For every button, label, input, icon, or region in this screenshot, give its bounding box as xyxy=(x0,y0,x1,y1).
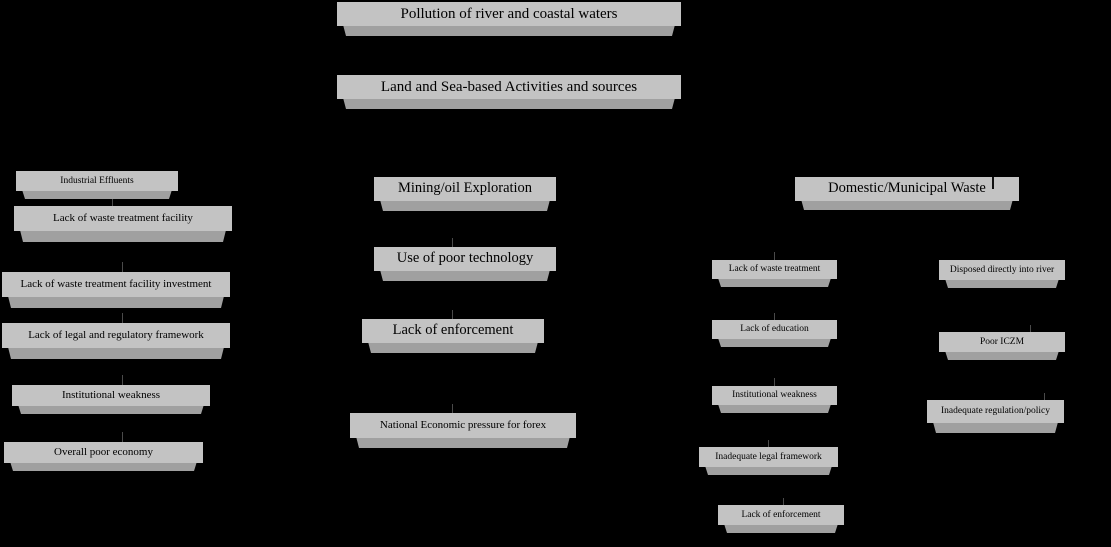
node-label: Poor ICZM xyxy=(979,336,1025,347)
node-mining-oil-exploration: Mining/oil Exploration xyxy=(374,177,556,211)
connector-stub xyxy=(774,313,775,322)
connector-stub xyxy=(1044,393,1045,402)
node-lack-of-enforcement-mining: Lack of enforcement xyxy=(362,319,544,353)
node-label: Pollution of river and coastal waters xyxy=(400,5,618,22)
node-label: Mining/oil Exploration xyxy=(397,180,533,197)
node-label: Overall poor economy xyxy=(54,446,153,459)
connector-stub xyxy=(783,498,784,507)
node-lack-of-waste-treatment-facility: Lack of waste treatment facility xyxy=(14,206,232,242)
node-label: Inadequate legal framework xyxy=(715,451,822,462)
box-face xyxy=(350,413,576,438)
box-face xyxy=(337,75,681,99)
node-pollution-of-river-and-coastal-waters: Pollution of river and coastal waters xyxy=(337,2,681,36)
node-label: Lack of waste treatment xyxy=(728,264,821,275)
node-lack-of-education: Lack of education xyxy=(712,320,837,347)
node-label: National Economic pressure for forex xyxy=(379,419,547,432)
connector-stub xyxy=(768,440,769,449)
connector-stub xyxy=(774,378,775,387)
box-face xyxy=(337,2,681,26)
node-lack-of-legal-and-regulatory-framework: Lack of legal and regulatory framework xyxy=(2,323,230,359)
box-face xyxy=(14,206,232,231)
connector-stub xyxy=(122,432,123,443)
box-face xyxy=(712,386,837,405)
connector-stub xyxy=(122,375,123,386)
node-industrial-effluents: Industrial Effluents xyxy=(16,171,178,199)
node-label: Lack of waste treatment facility investm… xyxy=(20,278,212,291)
box-face xyxy=(12,385,210,406)
box-face xyxy=(927,400,1064,423)
box-face xyxy=(939,332,1065,352)
box-face xyxy=(374,247,556,271)
node-national-economic-pressure-for-forex: National Economic pressure for forex xyxy=(350,413,576,448)
node-label: Lack of enforcement xyxy=(392,322,514,339)
node-land-and-sea-based-activities: Land and Sea-based Activities and source… xyxy=(337,75,681,109)
node-label: Industrial Effluents xyxy=(60,175,134,186)
box-face xyxy=(2,323,230,348)
node-label: Lack of education xyxy=(740,324,809,335)
connector-stub xyxy=(1030,325,1031,334)
node-lack-of-enforcement-domestic: Lack of enforcement xyxy=(718,505,844,533)
node-institutional-weakness-left: Institutional weakness xyxy=(12,385,210,414)
node-use-of-poor-technology: Use of poor technology xyxy=(374,247,556,281)
node-lack-of-waste-treatment-facility-investment: Lack of waste treatment facility investm… xyxy=(2,272,230,308)
box-face xyxy=(699,447,838,467)
node-label: Inadequate regulation/policy xyxy=(941,406,1050,417)
box-face xyxy=(712,260,837,279)
connector-stub xyxy=(122,313,123,324)
connector-stub xyxy=(452,404,453,414)
connector-stub xyxy=(122,262,123,273)
node-label: Domestic/Municipal Waste xyxy=(828,180,986,197)
box-face xyxy=(2,272,230,297)
box-face xyxy=(718,505,844,525)
node-institutional-weakness-right: Institutional weakness xyxy=(712,386,837,413)
box-face xyxy=(712,320,837,339)
box-face xyxy=(362,319,544,343)
box-face xyxy=(16,171,178,191)
node-overall-poor-economy: Overall poor economy xyxy=(4,442,203,471)
node-poor-iczm: Poor ICZM xyxy=(939,332,1065,360)
node-inadequate-regulation-policy: Inadequate regulation/policy xyxy=(927,400,1064,433)
node-label: Land and Sea-based Activities and source… xyxy=(380,78,638,95)
connector-stub xyxy=(774,252,775,261)
box-face xyxy=(795,177,1019,201)
node-label: Lack of waste treatment facility xyxy=(53,212,193,225)
node-label: Institutional weakness xyxy=(732,390,817,401)
node-disposed-directly-into-river: Disposed directly into river xyxy=(939,260,1065,288)
connector-stub-heading xyxy=(992,177,994,189)
connector-stub xyxy=(112,196,113,206)
node-label: Disposed directly into river xyxy=(949,264,1055,275)
node-label: Lack of legal and regulatory framework xyxy=(28,329,204,342)
box-face xyxy=(939,260,1065,280)
connector-stub xyxy=(452,238,453,248)
box-face xyxy=(4,442,203,463)
node-label: Lack of enforcement xyxy=(741,509,821,520)
node-label: Use of poor technology xyxy=(396,250,534,267)
node-label: Institutional weakness xyxy=(61,389,161,402)
connector-stub xyxy=(452,310,453,320)
node-lack-of-waste-treatment: Lack of waste treatment xyxy=(712,260,837,287)
node-inadequate-legal-framework: Inadequate legal framework xyxy=(699,447,838,475)
node-domestic-municipal-waste: Domestic/Municipal Waste xyxy=(795,177,1019,210)
box-face xyxy=(374,177,556,201)
